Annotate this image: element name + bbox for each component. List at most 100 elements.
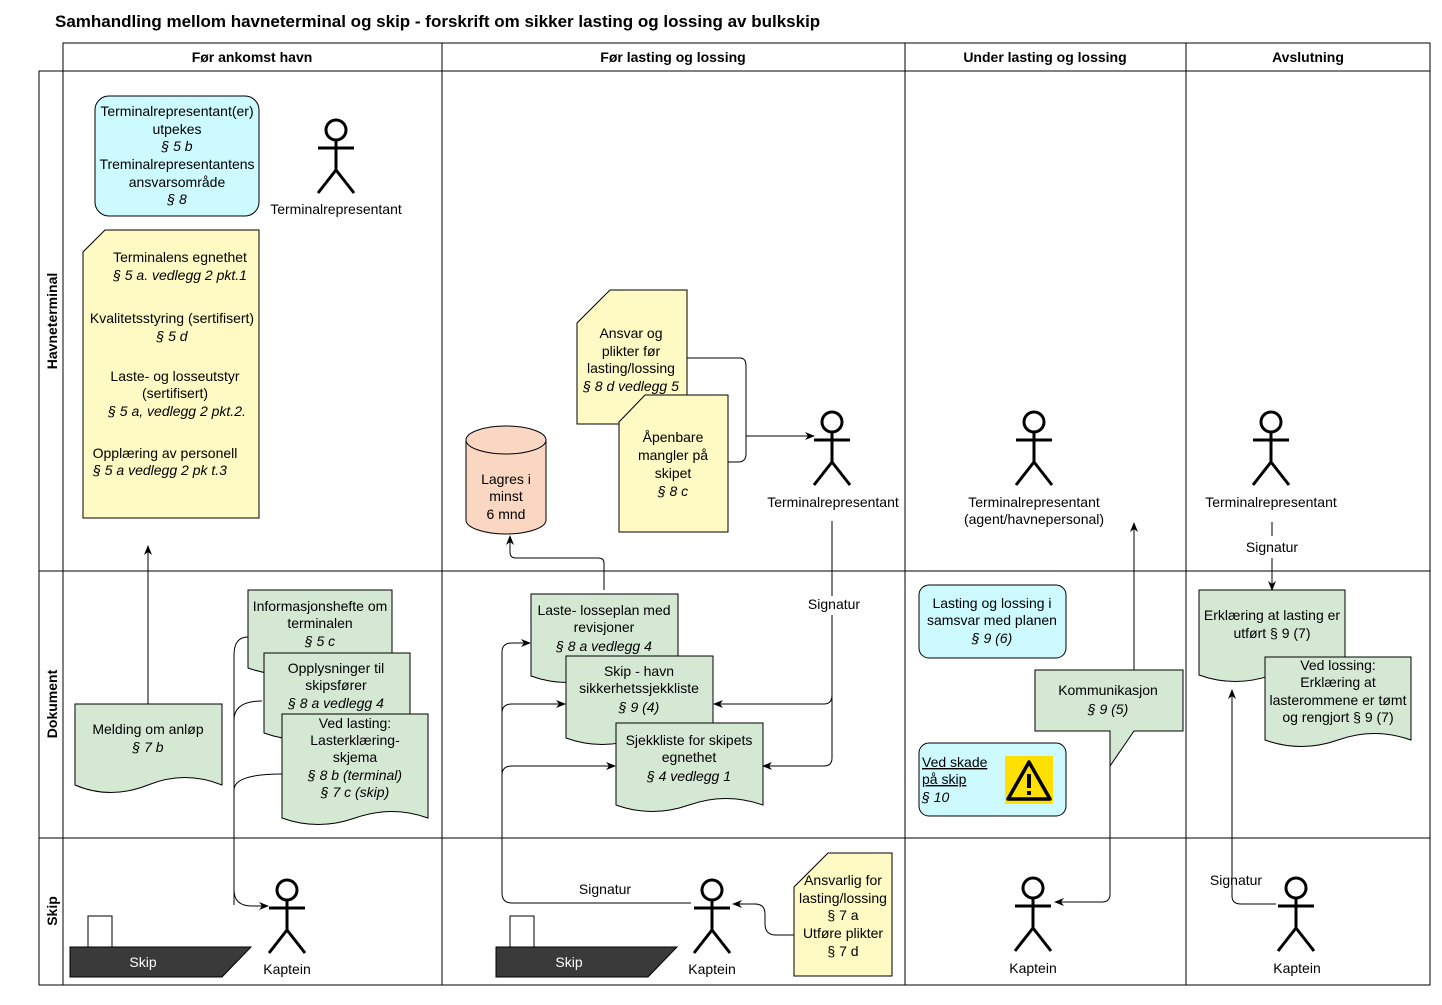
arrow-docs-to-kaptein	[233, 889, 269, 910]
svg-text:utpekes: utpekes	[152, 121, 201, 137]
svg-text:Treminalrepresentantens: Treminalrepresentantens	[99, 156, 254, 172]
arrow-to-sikkerhet	[713, 694, 833, 708]
svg-text:Laste- losseplan med: Laste- losseplan med	[537, 602, 670, 618]
svg-text:skipsfører: skipsfører	[305, 677, 367, 693]
svg-text:§ 8 b (terminal): § 8 b (terminal)	[307, 767, 402, 783]
svg-text:(sertifisert): (sertifisert)	[142, 385, 208, 401]
svg-text:Opplæring av personell: Opplæring av personell	[93, 445, 238, 461]
terminal-requirements-card: Terminalens egnethet § 5 a. vedlegg 2 pk…	[82, 229, 260, 519]
kaptein-actor-4: Kaptein	[1273, 876, 1321, 976]
svg-text:Utføre plikter: Utføre plikter	[803, 925, 883, 941]
svg-text:Kaptein: Kaptein	[1273, 960, 1320, 976]
svg-text:Terminalrepresentant: Terminalrepresentant	[767, 494, 899, 510]
svg-text:§ 8 a vedlegg 4: § 8 a vedlegg 4	[287, 695, 384, 711]
kommunikasjon-callout: Kommunikasjon § 9 (5)	[1034, 669, 1184, 768]
svg-text:lasterommene er tømt: lasterommene er tømt	[1270, 692, 1407, 708]
terminal-actor-2: Terminalrepresentant	[767, 410, 899, 510]
svg-text:ansvarsområde: ansvarsområde	[129, 174, 226, 190]
svg-text:Ved skade: Ved skade	[922, 754, 988, 770]
svg-text:terminalen: terminalen	[287, 615, 352, 631]
arrow-kaptein-to-erklaring	[1228, 689, 1276, 905]
svg-text:Terminalens egnethet: Terminalens egnethet	[113, 249, 247, 265]
svg-text:§ 9 (4): § 9 (4)	[618, 699, 659, 715]
svg-text:6 mnd: 6 mnd	[487, 506, 526, 522]
svg-text:utført § 9 (7): utført § 9 (7)	[1233, 625, 1310, 641]
svg-text:samsvar med planen: samsvar med planen	[927, 612, 1057, 628]
svg-text:§ 7 a: § 7 a	[827, 907, 858, 923]
svg-text:§ 5 b: § 5 b	[160, 138, 192, 154]
ansvarlig-card: Ansvarlig for lasting/lossing § 7 a Utfø…	[793, 852, 893, 977]
signatur-label-1: Signatur	[808, 596, 860, 612]
svg-text:§ 7 c (skip): § 7 c (skip)	[320, 784, 389, 800]
kaptein-actor-2: Kaptein	[688, 878, 736, 977]
ship-1: Skip	[69, 915, 253, 978]
svg-text:Kommunikasjon: Kommunikasjon	[1058, 682, 1158, 698]
svg-text:§ 8: § 8	[166, 191, 187, 207]
terminal-actor-1: Terminalrepresentant	[270, 118, 402, 217]
svg-text:Erklæring at lasting er: Erklæring at lasting er	[1204, 607, 1341, 623]
svg-text:Skip: Skip	[129, 954, 156, 970]
svg-text:Laste- og losseutstyr: Laste- og losseutstyr	[110, 368, 240, 384]
svg-text:(agent/havnepersonal): (agent/havnepersonal)	[964, 511, 1104, 527]
connector-kaptein-back	[501, 642, 691, 904]
svg-text:§ 5 d: § 5 d	[155, 328, 188, 344]
sjekkliste-document: Sjekkliste for skipets egnethet § 4 vedl…	[615, 722, 764, 812]
svg-text:Skip: Skip	[555, 954, 582, 970]
connector-info	[233, 636, 249, 905]
apenbare-card: Åpenbare mangler på skipet § 8 c	[618, 394, 729, 533]
arrow-to-sikkerhet-left	[501, 700, 566, 714]
column-header-for-lasting: Før lasting og lossing	[600, 49, 745, 65]
svg-text:Terminalrepresentant(er): Terminalrepresentant(er)	[100, 103, 253, 119]
svg-text:Lasterklæring-: Lasterklæring-	[310, 732, 400, 748]
lagres-cylinder: Lagres i minst 6 mnd	[465, 425, 547, 535]
svg-text:lasting/lossing: lasting/lossing	[799, 890, 887, 906]
kaptein-actor-1: Kaptein	[263, 878, 311, 977]
lane-header-skip: Skip	[44, 896, 60, 926]
svg-text:§ 5 a, vedlegg 2 pkt.2.: § 5 a, vedlegg 2 pkt.2.	[107, 403, 246, 419]
svg-text:på skip: på skip	[922, 771, 967, 787]
column-header-avslutning: Avslutning	[1272, 49, 1344, 65]
swimlane-grid	[38, 42, 1431, 986]
lane-header-havneterminal: Havneterminal	[44, 273, 60, 369]
diagram-title: Samhandling mellom havneterminal og skip…	[55, 12, 821, 31]
svg-text:Skip - havn: Skip - havn	[604, 663, 674, 679]
svg-text:Lasting og lossing i: Lasting og lossing i	[932, 595, 1051, 611]
svg-text:revisjoner: revisjoner	[574, 619, 635, 635]
svg-text:Erklæring at: Erklæring at	[1300, 674, 1376, 690]
sikkerhet-document: Skip - havn sikkerhetssjekkliste § 9 (4)	[565, 655, 714, 745]
arrow-to-sjekkliste-left	[501, 762, 616, 776]
svg-text:egnethet: egnethet	[662, 749, 717, 765]
svg-text:Terminalrepresentant: Terminalrepresentant	[270, 201, 402, 217]
connector-lasterklaring	[233, 773, 283, 791]
svg-text:§ 5 a vedlegg 2 pk t.3: § 5 a vedlegg 2 pk t.3	[92, 462, 227, 478]
ansvar-card: Ansvar og plikter før lasting/lossing § …	[576, 289, 688, 425]
svg-text:§ 8 d vedlegg 5: § 8 d vedlegg 5	[582, 378, 679, 394]
svg-text:mangler på: mangler på	[638, 447, 708, 463]
svg-text:lasting/lossing: lasting/lossing	[587, 360, 675, 376]
column-header-for-ankomst: Før ankomst havn	[192, 49, 313, 65]
svg-text:Ved lasting:: Ved lasting:	[319, 715, 391, 731]
terminal-actor-3: Terminalrepresentant (agent/havnepersona…	[964, 410, 1104, 527]
svg-text:Melding om anløp: Melding om anløp	[92, 721, 203, 737]
svg-text:skipet: skipet	[655, 465, 692, 481]
svg-text:skjema: skjema	[333, 749, 378, 765]
svg-text:Åpenbare: Åpenbare	[643, 429, 704, 445]
column-header-under-lasting: Under lasting og lossing	[963, 49, 1126, 65]
svg-text:plikter før: plikter før	[602, 343, 661, 359]
svg-text:§ 10: § 10	[921, 789, 949, 805]
lane-header-dokument: Dokument	[44, 669, 60, 738]
lasterklaring-document: Ved lasting: Lasterklæring- skjema § 8 b…	[281, 713, 429, 825]
signatur-label-4: Signatur	[1210, 872, 1262, 888]
melding-document: Melding om anløp § 7 b	[74, 703, 223, 793]
kaptein-actor-3: Kaptein	[1009, 876, 1057, 976]
svg-text:§ 8 a vedlegg 4: § 8 a vedlegg 4	[555, 638, 652, 654]
svg-text:Ansvarlig for: Ansvarlig for	[804, 872, 882, 888]
svg-text:§ 8 c: § 8 c	[657, 483, 688, 499]
svg-text:Sjekkliste for skipets: Sjekkliste for skipets	[626, 732, 753, 748]
lossing-document: Ved lossing: Erklæring at lasterommene e…	[1264, 656, 1412, 747]
svg-text:§ 4 vedlegg 1: § 4 vedlegg 1	[646, 768, 731, 784]
svg-text:Kaptein: Kaptein	[263, 961, 310, 977]
svg-text:og rengjort § 9 (7): og rengjort § 9 (7)	[1282, 709, 1393, 725]
connector-ansvar-apenbare	[687, 357, 747, 463]
